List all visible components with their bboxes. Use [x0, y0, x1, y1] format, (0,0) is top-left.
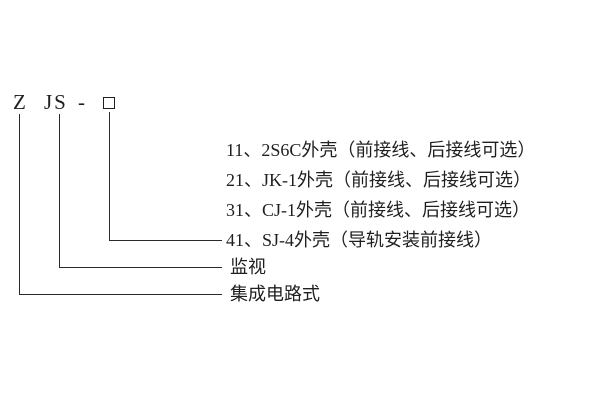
connector-box-vertical-line [109, 112, 110, 240]
case-option-41: 41、SJ-4外壳（导轨安装前接线） [226, 230, 493, 250]
connector-js-vertical-line [59, 114, 60, 267]
case-option-21: 21、JK-1外壳（前接线、后接线可选） [226, 170, 531, 190]
meaning-z-label: 集成电路式 [230, 284, 320, 304]
connector-z-horizontal-line [19, 294, 222, 295]
meaning-js-label: 监视 [230, 257, 266, 277]
model-placeholder-box-icon [103, 97, 115, 109]
case-option-11: 11、2S6C外壳（前接线、后接线可选） [226, 140, 536, 160]
case-option-31: 31、CJ-1外壳（前接线、后接线可选） [226, 200, 531, 220]
connector-z-vertical-line [19, 114, 20, 294]
model-letter-z: Z [13, 90, 26, 114]
model-letter-js: JS [44, 90, 68, 114]
connector-js-horizontal-line [59, 267, 222, 268]
connector-box-horizontal-line [109, 240, 222, 241]
model-dash: - [78, 90, 85, 114]
